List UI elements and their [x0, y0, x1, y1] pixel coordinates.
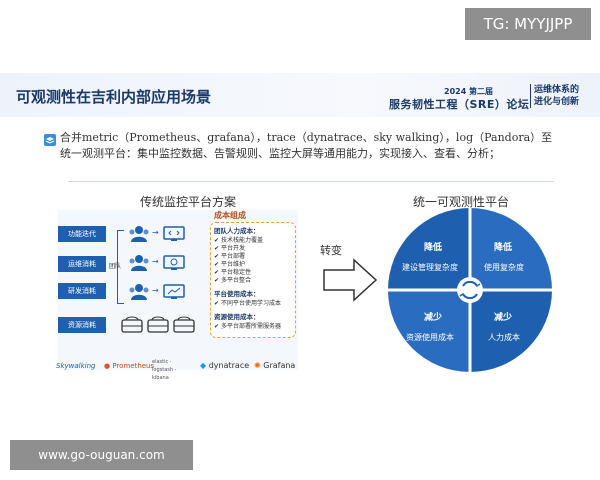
server-icon — [147, 316, 169, 333]
layers-icon — [44, 134, 56, 146]
cost-box — [210, 222, 296, 338]
big-arrow-right-icon — [323, 258, 378, 302]
forum-name: 服务韧性工程（SRE）论坛 — [389, 98, 530, 111]
quadrant-text-br: 人力成本 — [488, 333, 520, 342]
description: 合并metric（Prometheus、grafana），trace（dynat… — [60, 131, 553, 160]
cost-item: ✔ 平台稳定性 — [214, 269, 251, 276]
tool-logos: Skywalking ● Prometheus elastic · logsta… — [54, 358, 304, 381]
grafana-logo: ✺ Grafana — [254, 361, 296, 370]
team-bracket — [117, 230, 124, 304]
cost-item: ✔ 不同平台使用学习成本 — [214, 300, 281, 307]
transition-label: 转变 — [320, 244, 342, 257]
quadrant-head-tr: 降低 — [494, 243, 513, 253]
dynatrace-logo: ◆ dynatrace — [200, 361, 250, 370]
cost-item: ✔ 平台部署 — [214, 253, 245, 260]
quadrant-text-tl: 建设管理复杂度 — [402, 263, 458, 272]
quadrant-head-tl: 降低 — [424, 243, 443, 253]
skywalking-logo: Skywalking — [56, 362, 96, 370]
title-bar — [0, 73, 600, 117]
forum-year: 2024 第二届 — [444, 87, 494, 96]
quadrant-bottom-right — [470, 290, 552, 372]
server-icon — [173, 316, 195, 333]
watermark-top: TG: MYYJJPP — [465, 8, 591, 40]
section-divider — [68, 181, 554, 182]
quadrant-top-left — [388, 208, 470, 290]
forum-slogan-line2: 进化与创新 — [534, 97, 580, 107]
cost-section-title: 团队人力成本： — [214, 227, 260, 235]
cost-section-title: 平台使用成本： — [214, 290, 260, 298]
cost-item: ✔ 平台维护 — [214, 261, 245, 268]
label-feature-iteration: 功能迭代 — [58, 226, 106, 242]
quadrant-top-right — [470, 208, 552, 290]
prometheus-logo: ● Prometheus — [104, 362, 155, 370]
label-dev-cost: 研发消耗 — [58, 283, 106, 299]
team-icon — [129, 255, 149, 271]
forum-slogan-line1: 运维体系的 — [534, 85, 580, 95]
team-icon — [129, 226, 149, 242]
quadrant-bottom-left — [388, 290, 470, 372]
arrow-right-icon: → — [152, 228, 159, 237]
team-label: 团队 — [109, 263, 122, 270]
cost-item: ✔ 平台开发 — [214, 245, 245, 252]
forum-slogan: 运维体系的 进化与创新 — [534, 84, 579, 108]
server-icon — [121, 316, 143, 333]
label-resource-cost: 资源消耗 — [58, 317, 106, 333]
gear-screen-icon — [163, 255, 185, 270]
label-ops-cost: 运维消耗 — [58, 256, 106, 272]
page-title: 可观测性在吉利内部应用场景 — [16, 88, 212, 106]
quadrant-text-tr: 使用复杂度 — [484, 263, 524, 272]
quadrant-text-bl: 资源使用成本 — [406, 333, 454, 342]
unified-platform-circle — [388, 208, 552, 372]
watermark-bottom: www.go-ouguan.com — [10, 440, 193, 470]
elastic-stack-logo: elastic · logstash · kibana — [152, 359, 177, 381]
quadrant-head-br: 减少 — [494, 313, 513, 323]
chart-screen-icon — [163, 284, 185, 299]
cost-title: 成本组成 — [214, 211, 246, 220]
cost-section-title: 资源使用成本： — [214, 313, 260, 321]
left-heading: 传统监控平台方案 — [140, 195, 237, 209]
team-icon — [129, 284, 149, 300]
cost-item: ✔ 技术栈能力覆盖 — [214, 237, 263, 244]
cost-item: ✔ 多平台部署所需服务器 — [214, 323, 281, 330]
code-screen-icon — [163, 226, 185, 241]
arrow-right-icon: → — [152, 257, 159, 266]
right-heading: 统一可观测性平台 — [413, 195, 510, 209]
cost-item: ✔ 多平台整合 — [214, 277, 251, 284]
quadrant-head-bl: 减少 — [424, 313, 443, 323]
forum-divider — [530, 84, 531, 108]
arrow-right-icon: → — [152, 286, 159, 295]
